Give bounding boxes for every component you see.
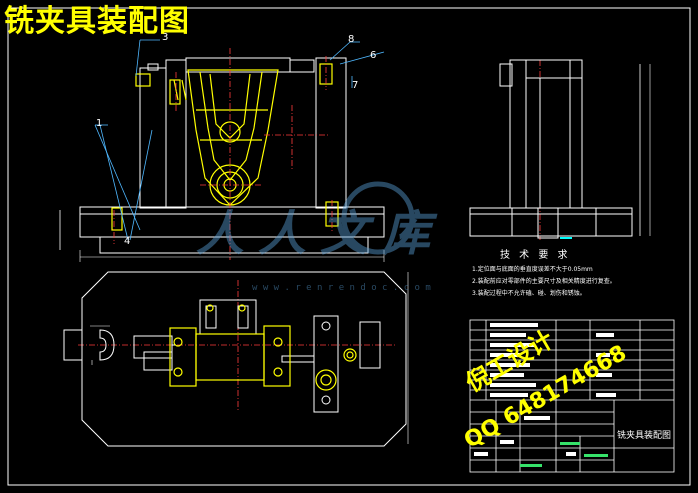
dimension-lines [79,64,651,444]
top-view [63,271,407,447]
balloon-6: 6 [370,50,376,61]
leader-lines [59,39,641,250]
title-block-drawing-name: 铣夹具装配图 [617,431,672,441]
balloon-1: 1 [96,118,102,129]
logo-text: 人人文库 [196,206,444,262]
tech-requirement-1: 1.定位面与底面的垂直度误差不大于0.05mm [472,266,593,273]
balloon-8: 8 [348,34,354,45]
tech-requirement-2: 2.装配前应对零部件的主要尺寸及相关精度进行复查。 [472,278,616,285]
balloon-3: 3 [162,32,168,43]
tech-requirements-title: 技 术 要 求 [500,250,571,261]
logo-watermark: 人人文库 w w w . r e n r e n d o c . c o m [196,181,444,293]
tech-requirement-3: 3.装配过程中不允许磕、碰、划伤和锈蚀。 [472,290,586,297]
front-view [79,57,385,254]
drawing-frame [7,7,691,486]
title-block-green-text [520,442,608,467]
drawing-title: 铣夹具装配图 [4,4,190,39]
side-view [469,59,633,239]
balloon-7: 7 [352,80,358,91]
logo-url: w w w . r e n r e n d o c . c o m [252,283,431,293]
title-block-fills [474,323,616,456]
balloon-4: 4 [124,236,130,247]
balloon-labels: 1 3 4 6 7 8 [96,32,376,247]
workpiece-top [169,304,357,391]
title-block [469,319,675,473]
